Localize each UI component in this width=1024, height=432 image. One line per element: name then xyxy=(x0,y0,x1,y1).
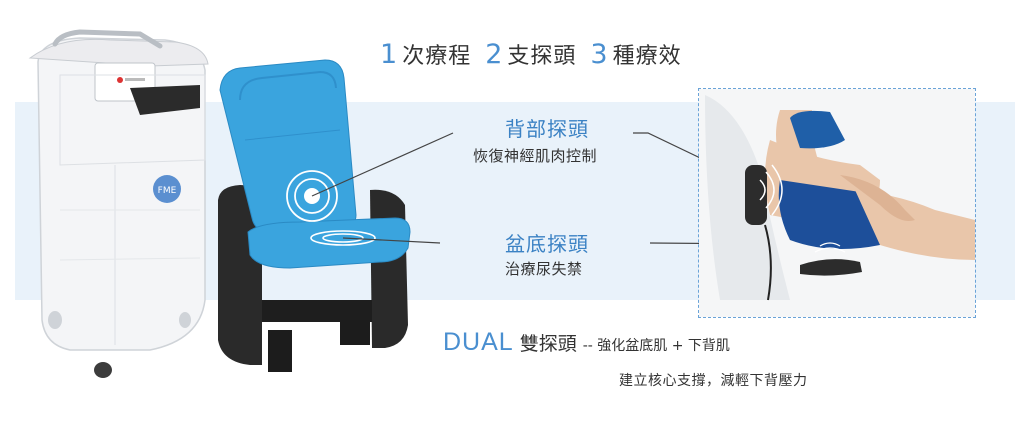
headline-number-1: 1 xyxy=(380,39,399,70)
headline-number-2: 2 xyxy=(485,39,504,70)
back-probe-desc: 恢復神經肌肉控制 xyxy=(473,147,598,165)
headline-text-1: 次療程 xyxy=(402,44,472,69)
photo-frame xyxy=(698,88,976,318)
back-probe-title: 背部探頭 xyxy=(505,117,589,141)
headline-text-3: 種療效 xyxy=(612,44,682,69)
dual-line2: 建立核心支撐，減輕下背壓力 xyxy=(619,373,808,389)
headline-text-2: 支探頭 xyxy=(507,44,577,69)
dual-label: DUAL xyxy=(443,328,514,356)
dual-title: 雙探頭 xyxy=(519,333,577,355)
headline-number-3: 3 xyxy=(590,39,609,70)
pelvic-probe-title: 盆底探頭 xyxy=(505,232,589,256)
dual-line1: -- 強化盆底肌 + 下背肌 xyxy=(582,338,730,354)
patient-photo xyxy=(699,89,975,317)
device-logo: FME xyxy=(158,186,177,196)
treatment-chair xyxy=(218,59,411,372)
device-unit: FME xyxy=(28,29,209,378)
pelvic-probe-desc: 治療尿失禁 xyxy=(505,260,583,278)
